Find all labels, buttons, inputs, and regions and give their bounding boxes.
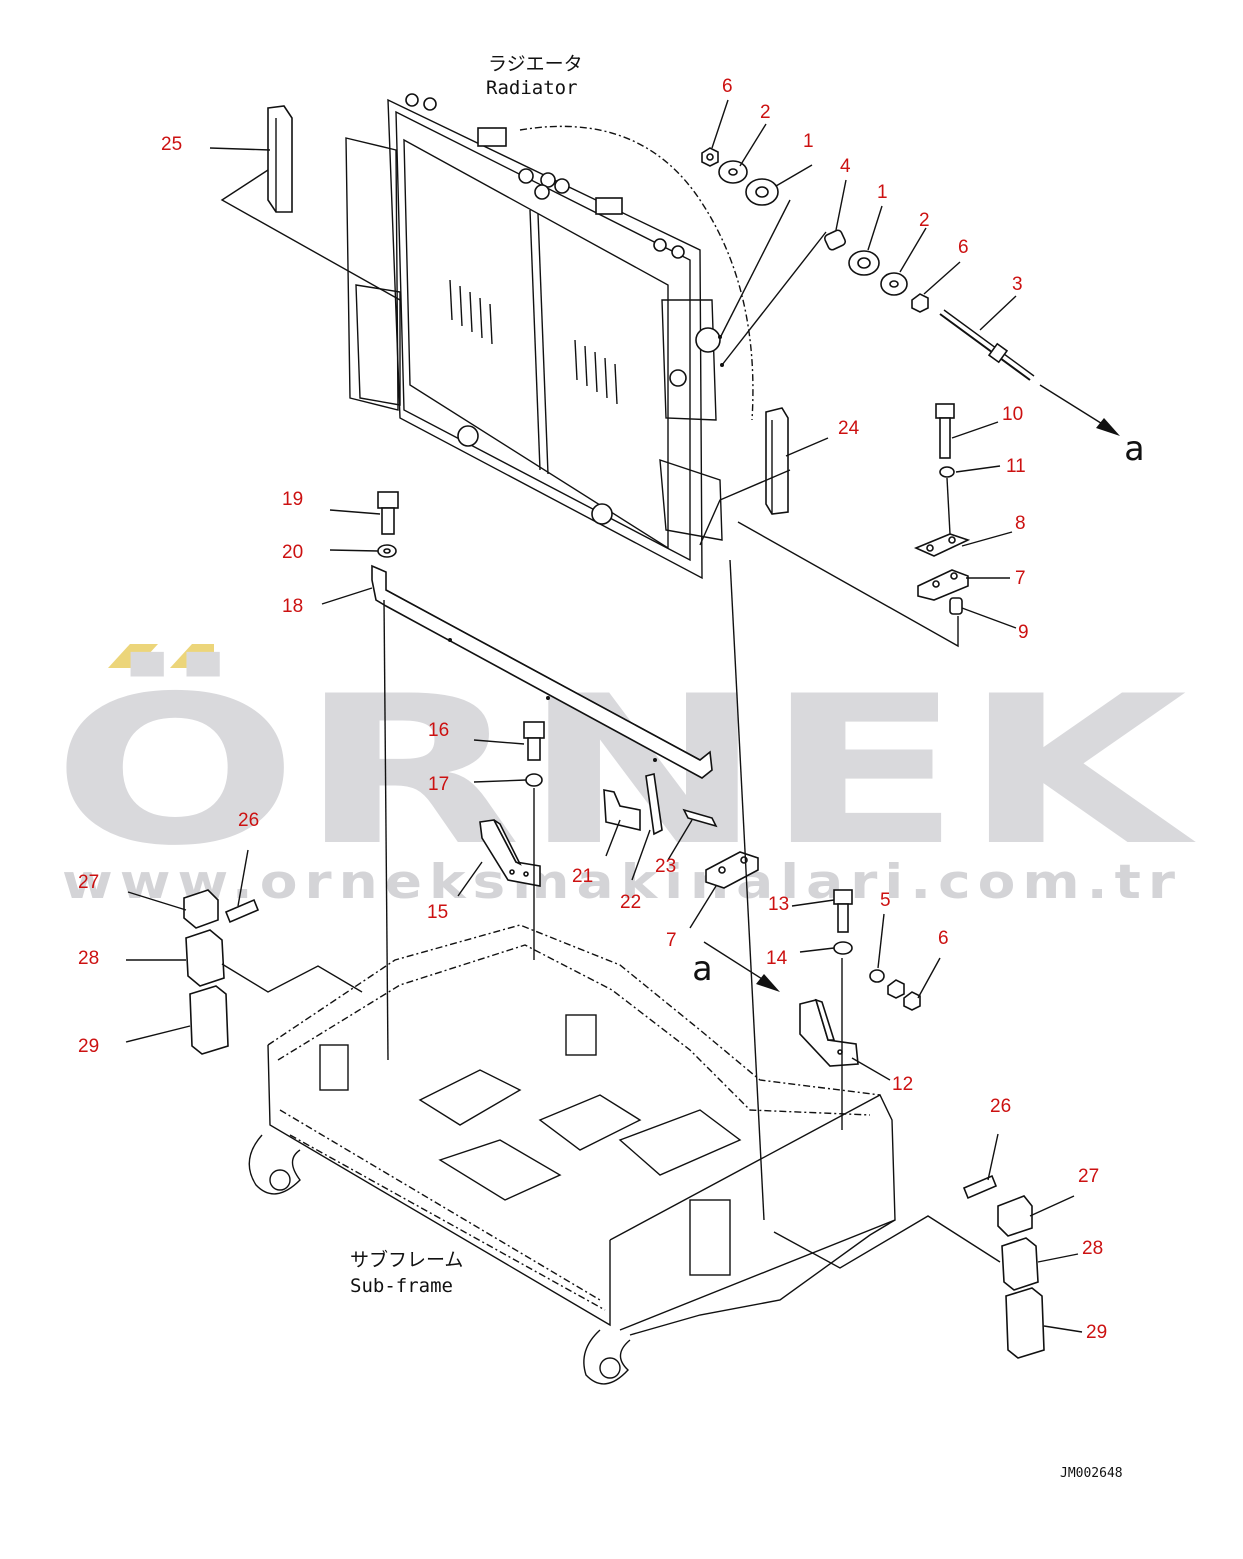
part-label: 26: [990, 1096, 1011, 1117]
bracket-part-12: [799, 998, 859, 1067]
part-label: 16: [428, 720, 449, 741]
collar-part-4: [823, 229, 847, 251]
part-label: 7: [1015, 568, 1026, 589]
watermark: ÖRNEK www.orneksmakinalari.com.tr: [52, 644, 1197, 910]
part-label: 18: [282, 596, 303, 617]
bolt-part-13: [833, 889, 853, 933]
part-label: 22: [620, 892, 641, 913]
bar-part-23: [682, 808, 718, 828]
part-label: 20: [282, 542, 303, 563]
view-mark-a-bottom: a: [692, 949, 712, 989]
watermark-accent-right: [170, 644, 214, 668]
strip-part-24: [765, 407, 789, 515]
nut-part-6c: [887, 979, 921, 1011]
washer-part-5: [869, 969, 885, 983]
leader-lines: [125, 99, 1083, 1333]
watermark-brand: ÖRNEK: [52, 652, 1197, 891]
subframe-caption-jp: サブフレーム: [350, 1248, 463, 1271]
bracket-part-21: [603, 789, 641, 832]
bolt-part-19: [377, 491, 399, 535]
nut-part-6: [701, 147, 719, 167]
pad-part-27b: [997, 1195, 1033, 1237]
part-label: 9: [1018, 622, 1029, 643]
view-mark-a-top: a: [1124, 429, 1144, 469]
part-label: 28: [78, 948, 99, 969]
part-label: 2: [919, 210, 930, 231]
radiator-assembly: [345, 93, 754, 580]
cushion-part-1b: [848, 250, 880, 276]
part-label: 27: [1078, 1166, 1099, 1187]
pad-part-29: [189, 985, 229, 1055]
strip-part-25: [267, 105, 293, 213]
plate-part-8: [913, 533, 971, 557]
part-label: 10: [1002, 404, 1023, 425]
subframe-caption-en: Sub-frame: [350, 1275, 453, 1297]
pad-part-28: [185, 929, 225, 987]
part-label: 6: [722, 76, 733, 97]
radiator-caption-en: Radiator: [486, 77, 578, 99]
part-label: 4: [840, 156, 851, 177]
bracket-part-15: [479, 819, 541, 887]
bolt-part-16: [523, 721, 545, 761]
radiator-caption-jp: ラジエータ: [488, 53, 583, 75]
part-label: 6: [938, 928, 949, 949]
part-label: 1: [877, 182, 888, 203]
washer-part-14: [833, 941, 853, 955]
pad-part-29b: [1005, 1287, 1045, 1359]
part-label: 28: [1082, 1238, 1103, 1259]
drawing-code: JM002648: [1060, 1466, 1123, 1481]
part-label: 15: [427, 902, 448, 923]
part-label: 19: [282, 489, 303, 510]
part-label: 14: [766, 948, 788, 969]
part-label: 21: [572, 866, 593, 887]
plate-part-7: [917, 569, 969, 601]
part-label: 29: [1086, 1322, 1107, 1343]
part-label: 12: [892, 1074, 913, 1095]
rod-part-3: [939, 309, 1035, 381]
part-label: 23: [655, 856, 676, 877]
part-label: 17: [428, 774, 449, 795]
part-label: 6: [958, 237, 969, 258]
part-label: 7: [666, 930, 677, 951]
pad-part-26: [224, 898, 260, 924]
nut-part-6b: [911, 293, 929, 313]
washer-part-17: [525, 773, 543, 787]
part-label: 8: [1015, 513, 1026, 534]
sub-frame-assembly: [248, 924, 896, 1385]
captions: ラジエータ Radiator サブフレーム Sub-frame a a JM00…: [350, 53, 1144, 1481]
part-labels: 6 2 1 4 1 2 6 3 25 24 10 11 8 7 9 19 20 …: [78, 76, 1107, 1343]
part-label: 25: [161, 134, 182, 155]
spacer-part-9: [949, 597, 963, 615]
part-label: 1: [803, 131, 814, 152]
bar-part-18: [371, 564, 713, 779]
watermark-accent-left: [108, 644, 158, 668]
washer-part-11: [939, 466, 955, 478]
watermark-url: www.orneksmakinalari.com.tr: [62, 855, 1182, 910]
pad-part-27: [183, 889, 219, 929]
washer-part-2: [718, 160, 748, 184]
part-label: 24: [838, 418, 860, 439]
plate-part-22: [645, 773, 663, 836]
hardware-parts: [183, 105, 1120, 1359]
part-label: 29: [78, 1036, 99, 1057]
part-label: 2: [760, 102, 771, 123]
part-label: 5: [880, 890, 891, 911]
part-label: 26: [238, 810, 259, 831]
pad-part-28b: [1001, 1237, 1039, 1291]
bolt-part-10: [935, 403, 955, 459]
cushion-part-1: [745, 178, 779, 206]
part-label: 11: [1006, 456, 1026, 477]
washer-part-2b: [880, 272, 908, 296]
washer-part-20: [377, 544, 397, 558]
part-label: 3: [1012, 274, 1023, 295]
part-label: 27: [78, 872, 99, 893]
pad-part-26b: [962, 1174, 998, 1200]
part-label: 13: [768, 894, 789, 915]
